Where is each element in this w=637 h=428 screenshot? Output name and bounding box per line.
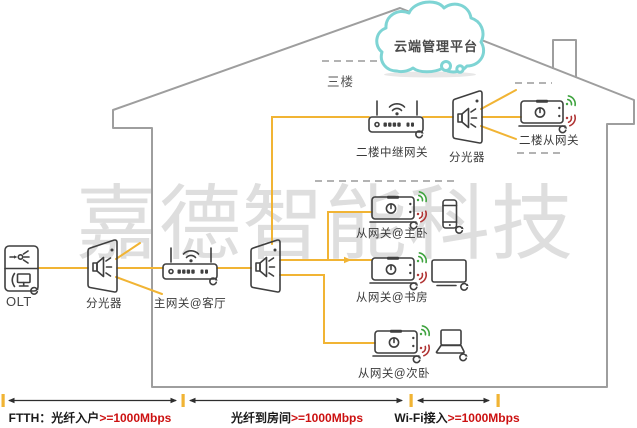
legend-divider (1, 394, 5, 407)
floor2-slave-gateway-icon (519, 100, 567, 133)
fiber-floor2-spare-up (480, 89, 517, 110)
legend-divider (181, 394, 185, 407)
olt-icon (4, 245, 40, 295)
cloud-bubble-small (455, 64, 465, 74)
tv-icon (431, 259, 470, 291)
wifi-band-red-icon (413, 268, 429, 285)
phone-icon (442, 199, 465, 234)
legend-item-ftth: FTTH：光纤入户>=1000Mbps (8, 409, 172, 426)
fiber-splitter-spare-down (115, 276, 163, 295)
handset-icon (11, 272, 16, 288)
master-bedroom-gateway-icon (370, 196, 418, 229)
wifi-band-red-icon (562, 111, 578, 128)
legend-speed: >=1000Mbps (99, 411, 172, 425)
fiber-riser-to-relay-gateway (271, 116, 370, 245)
legend-divider (496, 394, 500, 407)
third-floor-label: 三楼 (327, 75, 355, 89)
legend-label: Wi-Fi接入 (394, 411, 448, 425)
fiber-to-second-bedroom-gateway (279, 274, 376, 344)
wifi-band-green-icon (415, 323, 432, 341)
wifi-band-green-icon (412, 250, 429, 268)
indoor-splitter-icon (250, 239, 281, 293)
fiber-direction-arrow (344, 256, 352, 264)
laptop-icon (435, 329, 469, 362)
wifi-band-green-icon (412, 189, 429, 207)
fiber-floor2-spare-down (480, 125, 517, 140)
legend-label: FTTH：光纤入户 (8, 411, 100, 425)
relay-gateway-label: 二楼中继网关 (356, 147, 428, 159)
cloud-platform-label: 云端管理平台 (393, 39, 478, 54)
main-gateway-icon (163, 248, 218, 285)
wifi-band-red-icon (416, 341, 432, 358)
legend-divider (409, 394, 413, 407)
cloud-icon (375, 0, 486, 78)
wifi-band-green-icon (561, 93, 578, 111)
study-gateway-icon (370, 257, 418, 290)
fiber-links (37, 89, 522, 344)
legend-scale (1, 394, 500, 407)
outdoor-splitter-icon (87, 239, 118, 293)
floor2-splitter-label: 分光器 (449, 152, 485, 164)
floor-separator-lines (315, 60, 564, 182)
monitor-icon (16, 273, 31, 284)
master-bedroom-gateway-label: 从网关@主卧 (355, 228, 429, 240)
second-bedroom-gateway-icon (373, 330, 421, 363)
outdoor-splitter-label: 分光器 (86, 298, 122, 310)
cloud-bubble-large (440, 60, 452, 72)
main-gateway-label: 主网关@客厅 (153, 298, 227, 310)
study-gateway-label: 从网关@书房 (355, 292, 429, 304)
house-outline (112, 7, 635, 388)
legend-speed: >=1000Mbps (290, 411, 364, 425)
legend-item-fiber-to-room: 光纤到房间>=1000Mbps (215, 409, 379, 426)
legend-item-wifi-access: Wi-Fi接入>=1000Mbps (375, 409, 539, 426)
fiber-to-master-bedroom-gateway (327, 211, 373, 261)
wifi-band-red-icon (413, 207, 429, 224)
chimney (552, 39, 577, 78)
relay-gateway-icon (369, 101, 424, 138)
legend-label: 光纤到房间 (230, 411, 291, 425)
second-bedroom-gateway-label: 从网关@次卧 (357, 368, 431, 380)
floor2-splitter-icon (452, 90, 483, 144)
fiber-splitter-spare-up (115, 242, 141, 260)
floor2-slave-gateway-label: 二楼从网关 (519, 135, 579, 147)
legend-speed: >=1000Mbps (447, 411, 520, 425)
olt-label: OLT (6, 294, 32, 309)
